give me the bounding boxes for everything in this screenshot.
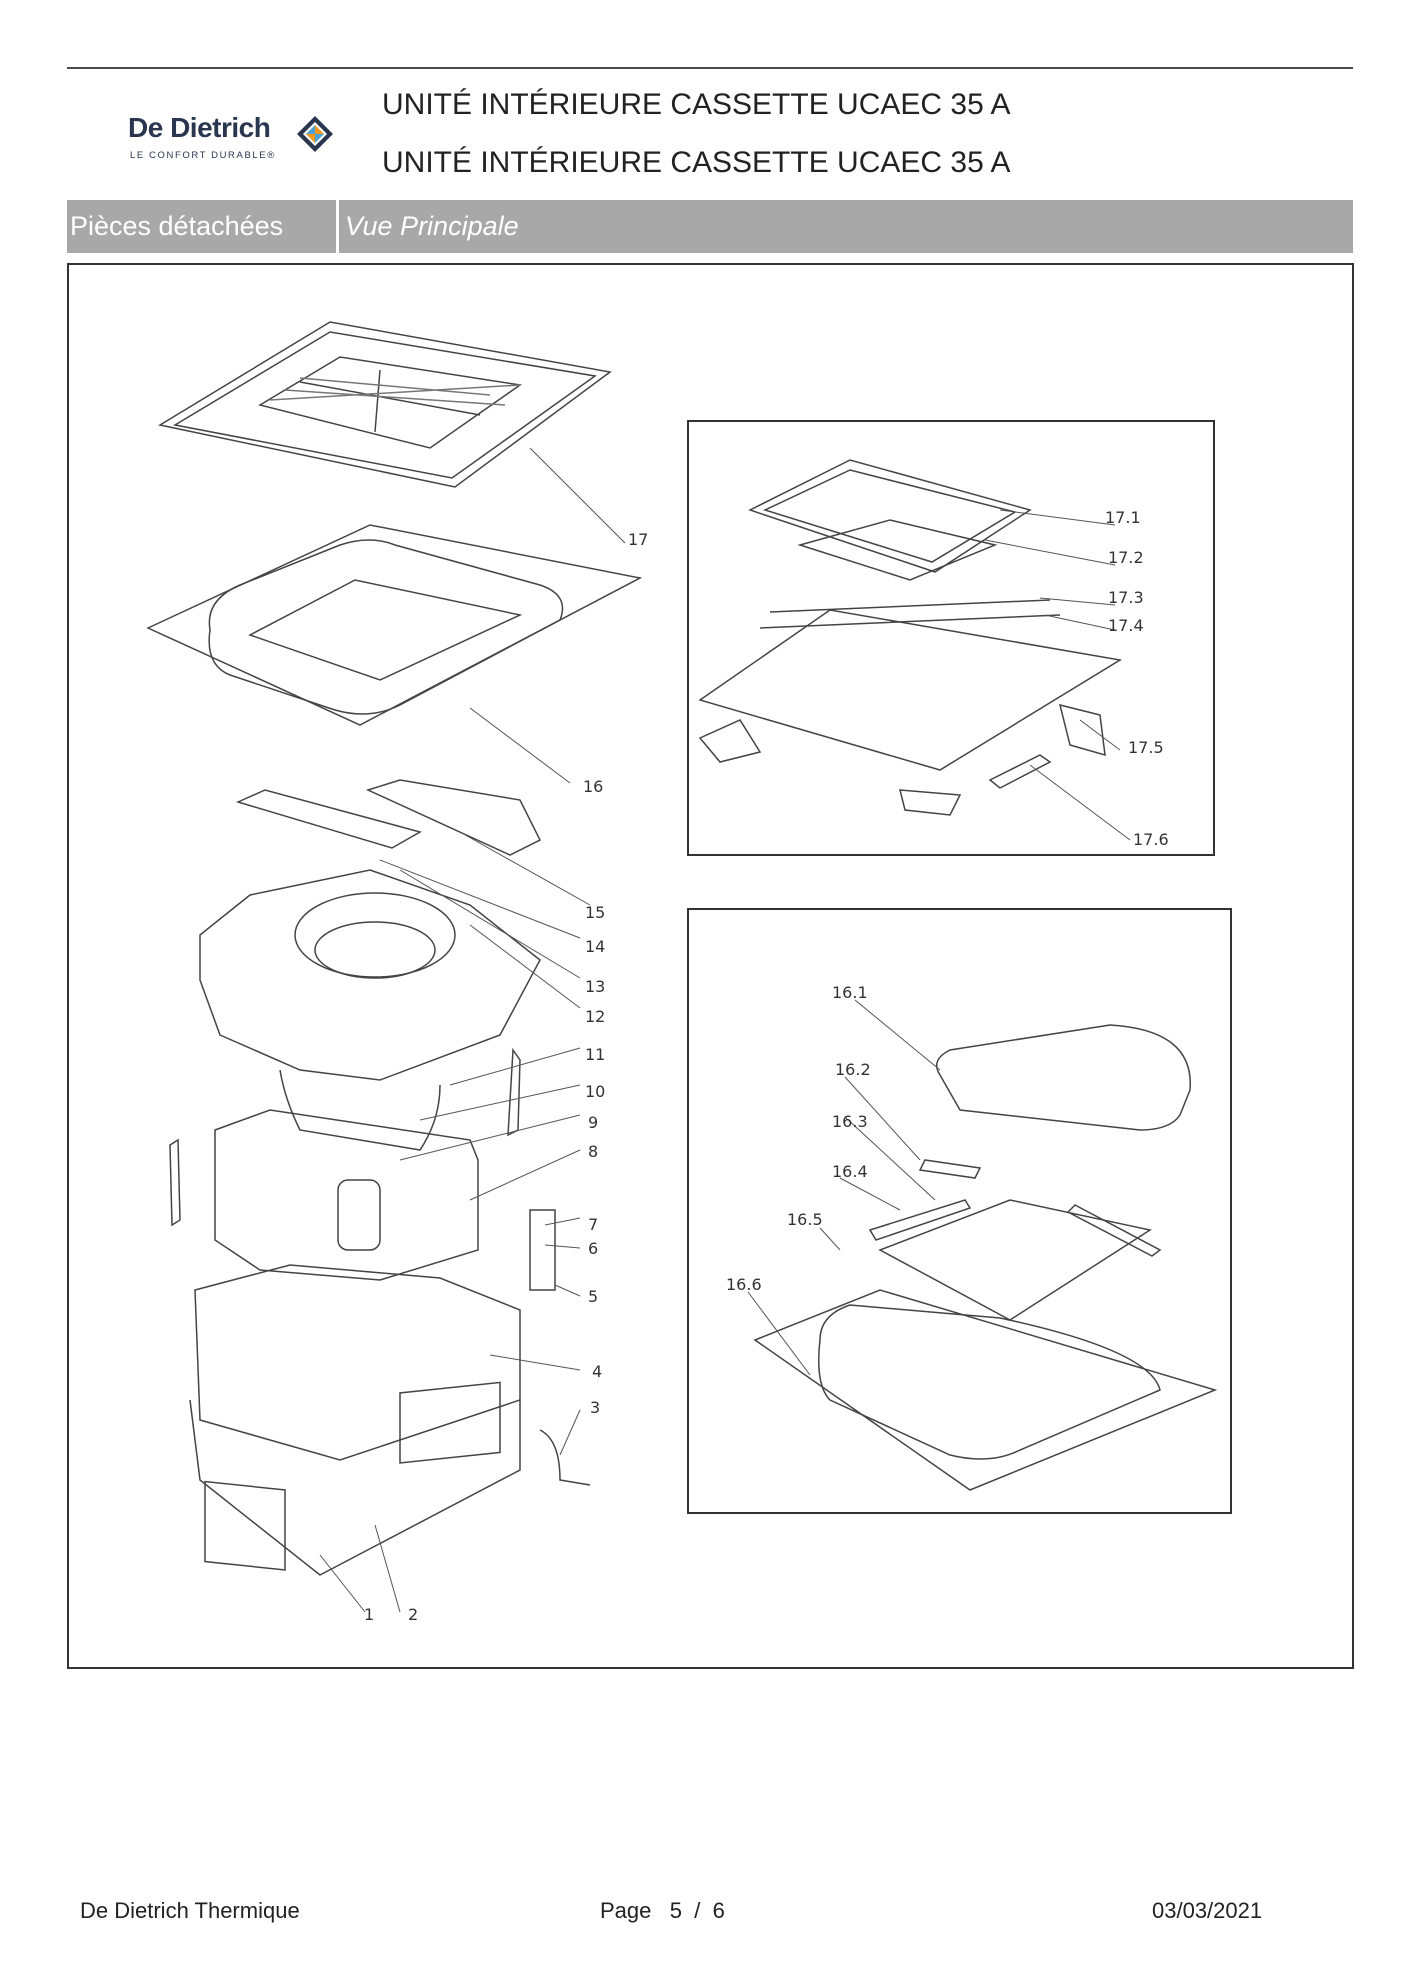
footer-date: 03/03/2021 xyxy=(1152,1898,1263,1923)
ref-2: 2 xyxy=(408,1605,418,1624)
detail-frame-panel xyxy=(687,908,1232,1514)
panel-16-drawing xyxy=(146,524,643,726)
ref-12: 12 xyxy=(585,1007,605,1026)
ref-7: 7 xyxy=(588,1215,598,1234)
brand-logo: De Dietrich LE CONFORT DURABLE® xyxy=(128,108,340,168)
ref-1: 1 xyxy=(364,1605,374,1624)
ref-8: 8 xyxy=(588,1142,598,1161)
page-total: 6 xyxy=(712,1898,725,1923)
ref-16-2: 16.2 xyxy=(835,1060,871,1079)
ref-labels-main: 17 16 15 14 13 12 11 10 9 8 7 6 5 4 3 1 … xyxy=(364,530,648,1624)
exchanger-drawing xyxy=(169,1109,556,1291)
band-divider xyxy=(336,200,339,253)
detail-frame-grille xyxy=(687,420,1215,856)
footer-company: De Dietrich Thermique xyxy=(80,1898,300,1923)
ref-16: 16 xyxy=(583,777,603,796)
section-band: Pièces détachées Vue Principale xyxy=(67,200,1353,253)
grille-detail-drawing xyxy=(698,459,1123,816)
ref-10: 10 xyxy=(585,1082,605,1101)
ref-16-1: 16.1 xyxy=(832,983,868,1002)
ref-17-2: 17.2 xyxy=(1108,548,1144,567)
view-label: Vue Principale xyxy=(345,211,519,241)
ref-17-3: 17.3 xyxy=(1108,588,1144,607)
ref-17-6: 17.6 xyxy=(1133,830,1169,849)
page-label: Page xyxy=(600,1898,652,1923)
ref-6: 6 xyxy=(588,1239,598,1258)
page-separator: / xyxy=(694,1898,701,1923)
page-number: Page 5 / 6 xyxy=(600,1898,725,1924)
ref-labels-inset1: 17.1 17.2 17.3 17.4 17.5 17.6 xyxy=(1105,508,1169,849)
ref-9: 9 xyxy=(588,1113,598,1132)
ref-3: 3 xyxy=(590,1398,600,1417)
base-drawing xyxy=(189,1264,591,1576)
diamond-logo-icon xyxy=(297,116,333,152)
ref-13: 13 xyxy=(585,977,605,996)
grille-17-drawing xyxy=(157,321,612,488)
section-label: Pièces détachées xyxy=(70,211,284,241)
chassis-top-drawing xyxy=(199,779,542,1151)
ref-17: 17 xyxy=(628,530,648,549)
diagram-frame xyxy=(67,263,1354,1669)
ref-5: 5 xyxy=(588,1287,598,1306)
top-rule xyxy=(67,67,1353,69)
logo-name: De Dietrich xyxy=(128,112,271,143)
document-subtitle: UNITÉ INTÉRIEURE CASSETTE UCAEC 35 A xyxy=(382,146,1011,179)
ref-17-1: 17.1 xyxy=(1105,508,1141,527)
ref-16-3: 16.3 xyxy=(832,1112,868,1131)
ref-17-4: 17.4 xyxy=(1108,616,1144,635)
ref-15: 15 xyxy=(585,903,605,922)
ref-11: 11 xyxy=(585,1045,605,1064)
page-current: 5 xyxy=(669,1898,682,1923)
ref-labels-inset2: 16.1 16.2 16.3 16.4 16.5 16.6 xyxy=(726,983,871,1294)
ref-17-5: 17.5 xyxy=(1128,738,1164,757)
ref-16-4: 16.4 xyxy=(832,1162,868,1181)
logo-tagline: LE CONFORT DURABLE® xyxy=(130,150,276,161)
ref-14: 14 xyxy=(585,937,605,956)
ref-16-6: 16.6 xyxy=(726,1275,762,1294)
panel-detail-drawing xyxy=(753,1024,1218,1491)
ref-16-5: 16.5 xyxy=(787,1210,823,1229)
ref-4: 4 xyxy=(592,1362,602,1381)
document-title: UNITÉ INTÉRIEURE CASSETTE UCAEC 35 A xyxy=(382,88,1011,121)
